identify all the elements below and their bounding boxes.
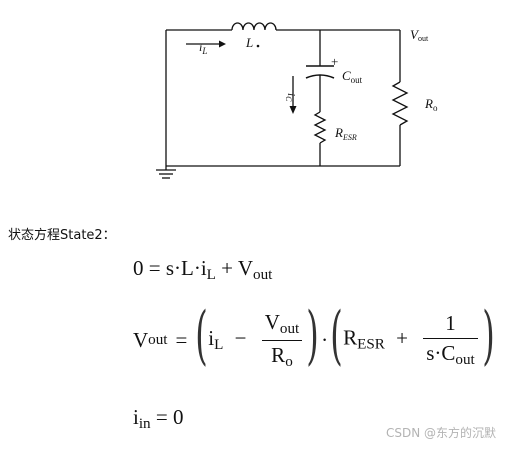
eq2-dot: · bbox=[321, 327, 329, 352]
eq3-rhs: = 0 bbox=[155, 405, 184, 429]
eq1-lhs: 0 = bbox=[133, 256, 161, 280]
csdn-watermark: CSDN @东方的沉默 bbox=[385, 426, 496, 440]
eq3-lhs-sub: in bbox=[138, 415, 151, 432]
eq1-term-sub: L bbox=[206, 266, 216, 283]
eq2-paren-open-2: ( bbox=[330, 299, 343, 373]
eq2-paren-close-1: ) bbox=[306, 299, 319, 373]
eq2-plus: + bbox=[396, 325, 408, 350]
circuit-diagram: iL L + Cout iC RESR Vout Ro bbox=[156, 22, 438, 179]
eq2-group-1: iL − Vout Ro bbox=[208, 310, 306, 371]
eq2-equals: = bbox=[175, 327, 188, 352]
inductor-label-dot bbox=[256, 44, 260, 48]
eq1-plus-term: + V bbox=[221, 256, 254, 280]
esr-resistor bbox=[313, 111, 327, 144]
eq3-lhs: i bbox=[133, 405, 139, 429]
eq2-frac2-den: s·Cout bbox=[426, 341, 475, 368]
eq2-frac2-num: 1 bbox=[423, 311, 478, 340]
load-resistor bbox=[391, 81, 409, 126]
esr-label: RESR bbox=[334, 125, 357, 142]
eq2-fraction-2: 1 s·Cout bbox=[423, 311, 478, 369]
eq2-group-2: RESR + 1 s·Cout bbox=[343, 311, 482, 369]
equation-1: 0 = s·L·iL + Vout bbox=[133, 256, 272, 284]
eq1-term: s·L·i bbox=[165, 256, 207, 280]
eq2-frac1-den: Ro bbox=[271, 342, 293, 370]
eq2-lhs: V bbox=[133, 327, 149, 352]
cap-current-label: iC bbox=[284, 93, 297, 102]
vout-label: Vout bbox=[410, 27, 429, 43]
inductor-label: L bbox=[245, 35, 253, 50]
eq2-lhs-sub: out bbox=[148, 331, 168, 348]
eq2-resr: R bbox=[343, 325, 358, 350]
eq2-il: i bbox=[208, 325, 215, 350]
capacitor-label: Cout bbox=[342, 68, 363, 85]
state-equation-heading: 状态方程State2： bbox=[8, 228, 116, 243]
eq2-paren-open-1: ( bbox=[195, 299, 209, 373]
eq2-il-sub: L bbox=[214, 336, 224, 353]
eq2-frac1-num: Vout bbox=[261, 310, 303, 341]
inductor-current-label: iL bbox=[199, 40, 207, 56]
eq2-minus: − bbox=[234, 325, 247, 350]
cap-arrowhead bbox=[289, 106, 297, 114]
eq2-fraction-1: Vout Ro bbox=[261, 310, 303, 371]
load-label: Ro bbox=[424, 96, 438, 113]
inductor-coil bbox=[231, 22, 277, 31]
eq2-resr-sub: ESR bbox=[357, 336, 385, 353]
eq2-paren-close-2: ) bbox=[481, 299, 495, 373]
capacitor-plus: + bbox=[331, 54, 338, 69]
equation-3: iin = 0 bbox=[133, 405, 183, 433]
eq1-plus-sub: out bbox=[253, 266, 273, 283]
inductor-arrowhead bbox=[219, 40, 226, 48]
